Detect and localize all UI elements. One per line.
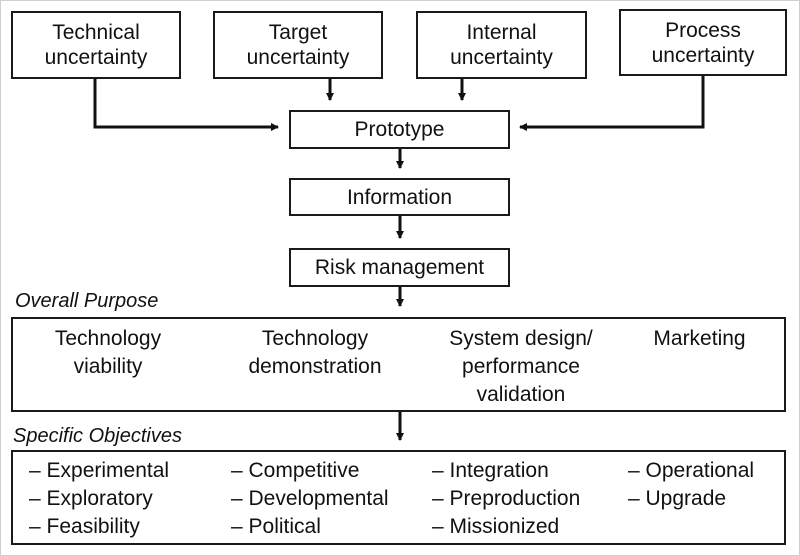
process-uncertainty-box: Process uncertainty bbox=[619, 9, 787, 76]
specific-objectives-box: – Experimental – Exploratory – Feasibili… bbox=[11, 450, 786, 545]
specific-objectives-label: Specific Objectives bbox=[13, 425, 182, 447]
purpose-system-design-validation: System design/ performance validation bbox=[449, 327, 593, 406]
prototype-label: Prototype bbox=[354, 118, 445, 141]
information-label: Information bbox=[346, 185, 453, 209]
objective-experimental: – Experimental bbox=[29, 459, 170, 482]
overall-purpose-label: Overall Purpose bbox=[15, 290, 159, 312]
technical-uncertainty-label: Technical uncertainty bbox=[44, 21, 148, 69]
prototype-box: Prototype bbox=[289, 110, 510, 149]
objective-political: – Political bbox=[231, 515, 321, 538]
process-uncertainty-label: Process uncertainty bbox=[651, 18, 755, 67]
internal-uncertainty-box: Internal uncertainty bbox=[416, 11, 587, 79]
objective-exploratory: – Exploratory bbox=[29, 487, 153, 510]
technical-uncertainty-box: Technical uncertainty bbox=[11, 11, 181, 79]
objectives-column-4: – Operational – Upgrade bbox=[628, 457, 754, 513]
overall-purpose-box: Technology viability Technology demonstr… bbox=[11, 317, 786, 412]
target-uncertainty-label: Target uncertainty bbox=[246, 21, 350, 69]
objective-operational: – Operational bbox=[628, 459, 755, 482]
objective-developmental: – Developmental bbox=[231, 487, 389, 510]
objective-integration: – Integration bbox=[432, 459, 549, 482]
risk-management-box: Risk management bbox=[289, 248, 510, 287]
arrow-process-to-prototype bbox=[519, 76, 705, 131]
objectives-column-3: – Integration – Preproduction – Missioni… bbox=[432, 457, 580, 541]
arrow-technical-to-prototype bbox=[93, 79, 279, 131]
objective-feasibility: – Feasibility bbox=[29, 515, 140, 538]
purpose-marketing: Marketing bbox=[653, 327, 746, 350]
information-box: Information bbox=[289, 178, 510, 216]
internal-uncertainty-label: Internal uncertainty bbox=[450, 21, 553, 69]
objective-competitive: – Competitive bbox=[231, 459, 360, 482]
objectives-column-2: – Competitive – Developmental – Politica… bbox=[231, 457, 389, 541]
target-uncertainty-box: Target uncertainty bbox=[213, 11, 383, 79]
risk-management-label: Risk management bbox=[314, 256, 485, 279]
objective-preproduction: – Preproduction bbox=[432, 487, 581, 510]
objective-missionized: – Missionized bbox=[432, 515, 560, 538]
objective-upgrade: – Upgrade bbox=[628, 487, 727, 510]
objectives-column-1: – Experimental – Exploratory – Feasibili… bbox=[29, 457, 169, 541]
purpose-technology-demonstration: Technology demonstration bbox=[248, 327, 382, 378]
purpose-technology-viability: Technology viability bbox=[54, 327, 162, 378]
